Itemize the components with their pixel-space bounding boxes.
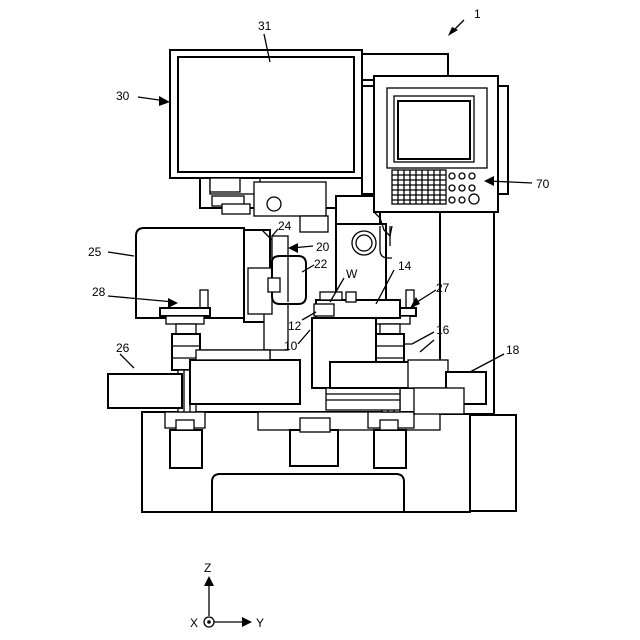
panel-buttons bbox=[449, 173, 479, 204]
monitor-31 bbox=[170, 50, 372, 192]
label-monitor-31: 31 bbox=[258, 19, 272, 33]
z-arrow-icon bbox=[204, 576, 214, 586]
control-panel-70 bbox=[362, 76, 508, 236]
label-device-1: 1 bbox=[474, 7, 481, 21]
label-workpiece-w: W bbox=[346, 267, 358, 281]
axis-label-y: Y bbox=[256, 616, 264, 630]
label-item-22: 22 bbox=[314, 257, 328, 271]
label-item-12: 12 bbox=[288, 319, 302, 333]
machine-base bbox=[142, 412, 516, 512]
axis-label-x: X bbox=[190, 616, 198, 630]
label-item-14: 14 bbox=[398, 259, 412, 273]
axis-label-z: Z bbox=[204, 561, 211, 575]
left-slide-26 bbox=[108, 350, 300, 408]
label-item-16: 16 bbox=[436, 323, 450, 337]
label-item-25: 25 bbox=[88, 245, 102, 259]
label-item-18: 18 bbox=[506, 343, 520, 357]
tool-head-20 bbox=[268, 256, 306, 304]
label-tool-head-20: 20 bbox=[316, 240, 330, 254]
label-item-24: 24 bbox=[278, 219, 292, 233]
y-arrow-icon bbox=[242, 617, 252, 627]
label-item-28: 28 bbox=[92, 285, 106, 299]
label-item-27: 27 bbox=[436, 281, 450, 295]
label-monitor-30: 30 bbox=[116, 89, 130, 103]
axis-triad: Z X Y bbox=[190, 561, 264, 630]
left-housing-25 bbox=[136, 228, 288, 350]
label-item-10: 10 bbox=[284, 339, 298, 353]
label-item-26: 26 bbox=[116, 341, 130, 355]
label-control-panel-70: 70 bbox=[536, 177, 550, 191]
